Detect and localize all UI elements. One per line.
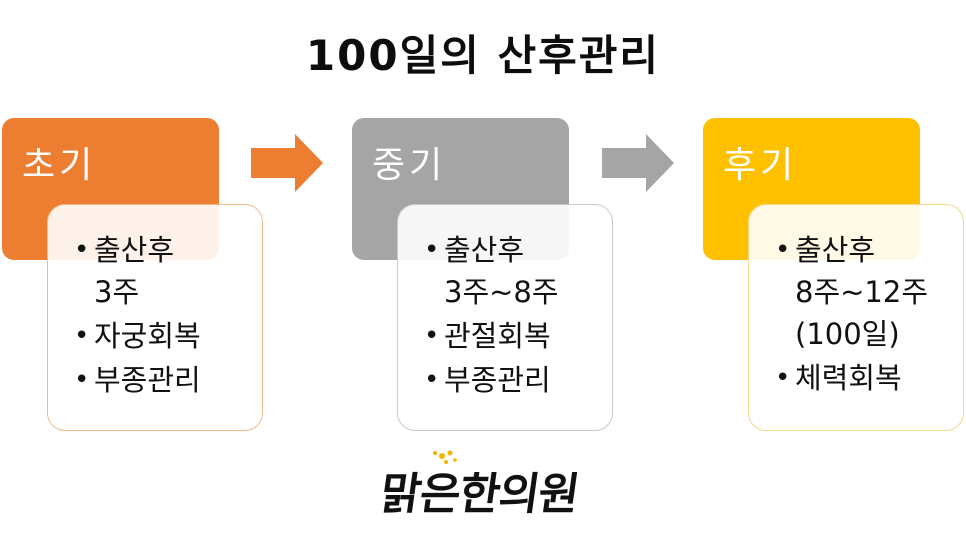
- stage-late-list: 출산후 8주~12주 (100일) 체력회복: [775, 229, 953, 399]
- stage-late-card: 출산후 8주~12주 (100일) 체력회복: [748, 204, 964, 431]
- list-item: 출산후 3주: [74, 229, 252, 313]
- arrow-right-icon: [602, 134, 674, 192]
- stage-middle-label: 중기: [372, 145, 447, 186]
- stage-middle: 중기 출산후 3주~8주 관절회복 부종관리: [352, 118, 613, 438]
- sparkle-icon: [433, 450, 457, 464]
- clinic-logo: 맑은한의원: [360, 448, 600, 528]
- list-item: 체력회복: [775, 357, 953, 399]
- stage-middle-list: 출산후 3주~8주 관절회복 부종관리: [424, 229, 602, 401]
- list-item: 자궁회복: [74, 315, 252, 357]
- stage-late: 후기 출산후 8주~12주 (100일) 체력회복: [703, 118, 964, 438]
- stage-early-card: 출산후 3주 자궁회복 부종관리: [47, 204, 263, 431]
- stage-early-label: 초기: [22, 145, 97, 186]
- list-item: 관절회복: [424, 315, 602, 357]
- list-item: 부종관리: [424, 359, 602, 401]
- clinic-logo-text: 맑은한의원: [377, 469, 582, 520]
- list-item: 부종관리: [74, 359, 252, 401]
- stage-middle-card: 출산후 3주~8주 관절회복 부종관리: [397, 204, 613, 431]
- arrow-right-icon: [251, 134, 323, 192]
- stage-early: 초기 출산후 3주 자궁회복 부종관리: [2, 118, 263, 438]
- page-title: 100일의 산후관리: [305, 31, 661, 80]
- list-item: 출산후 8주~12주 (100일): [775, 229, 953, 355]
- stage-early-list: 출산후 3주 자궁회복 부종관리: [74, 229, 252, 401]
- list-item: 출산후 3주~8주: [424, 229, 602, 313]
- stage-late-label: 후기: [723, 145, 798, 186]
